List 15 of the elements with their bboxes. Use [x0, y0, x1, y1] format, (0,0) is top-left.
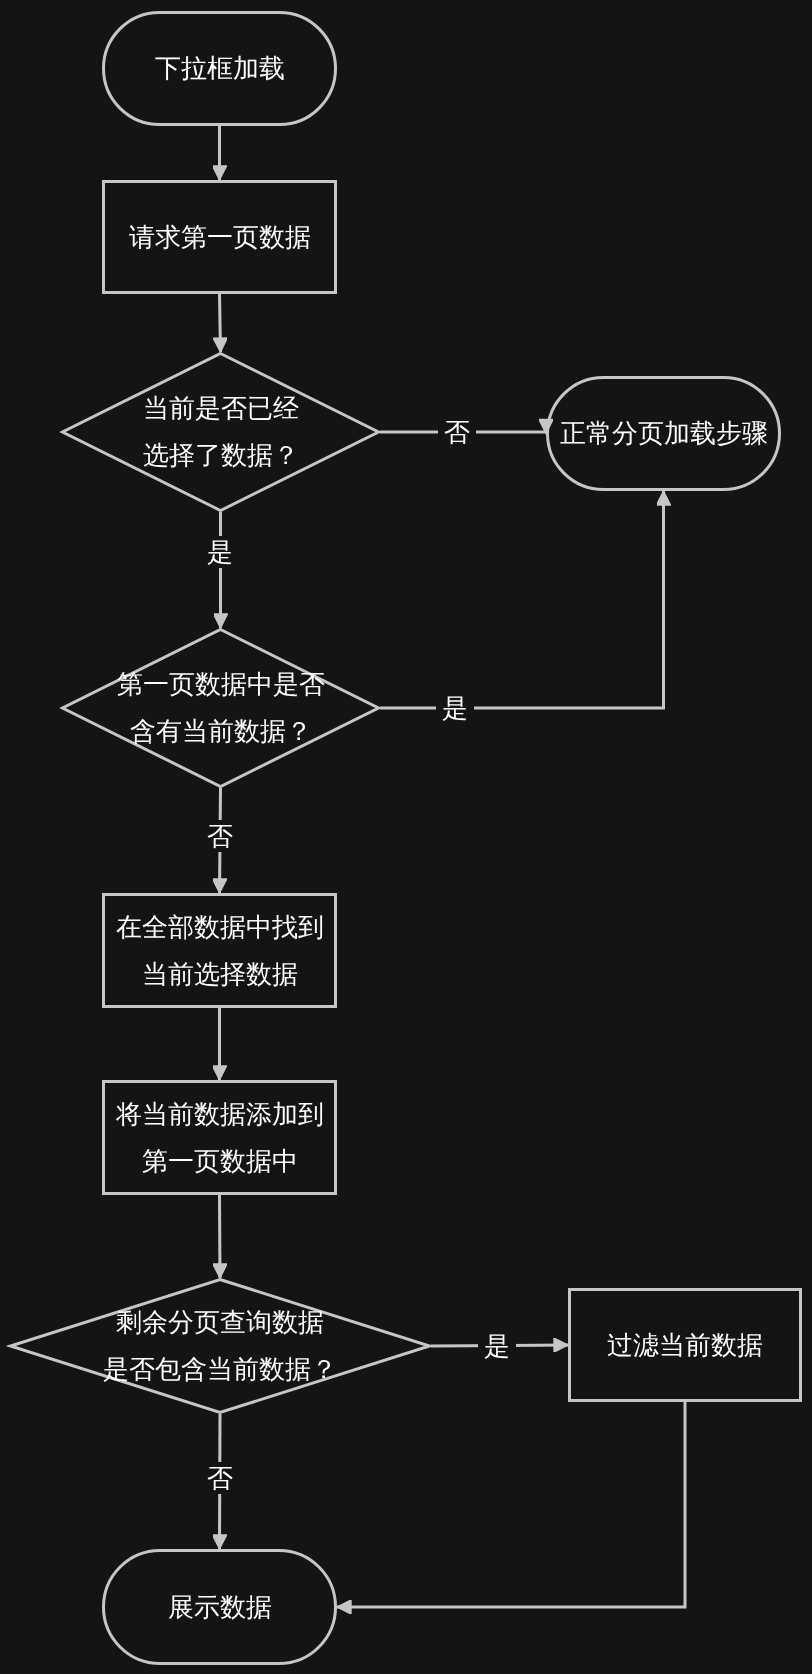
- arrow: [336, 1402, 687, 1615]
- terminal-box: 正常分页加载步骤: [546, 376, 781, 491]
- arrow: [380, 490, 672, 710]
- terminal-box: 下拉框加载: [102, 11, 337, 126]
- terminal-box: 展示数据: [102, 1549, 337, 1665]
- decision-diamond: 第一页数据中是否含有当前数据？: [61, 628, 380, 788]
- decision-diamond: 当前是否已经选择了数据？: [61, 352, 380, 512]
- process-box: 将当前数据添加到第一页数据中: [102, 1080, 337, 1195]
- process-box: 在全部数据中找到当前选择数据: [102, 893, 337, 1008]
- arrow: [212, 293, 228, 353]
- arrow: [211, 126, 228, 181]
- arrow: [211, 1008, 228, 1081]
- process-box: 请求第一页数据: [102, 180, 337, 294]
- process-box: 过滤当前数据: [568, 1288, 802, 1402]
- arrow: [212, 1195, 228, 1279]
